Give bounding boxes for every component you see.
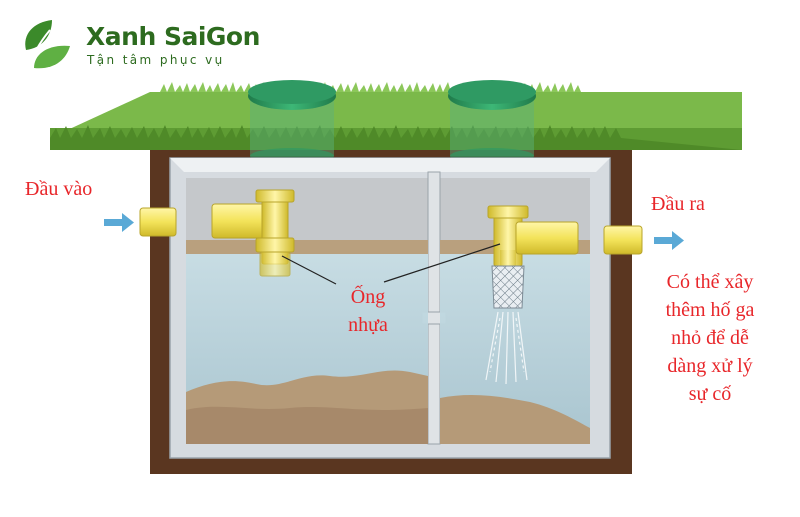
note-label: Có thể xây thêm hố ga nhỏ để dễ dàng xử … xyxy=(640,268,780,408)
note-label-line: nhỏ để dễ xyxy=(671,327,749,349)
brand-name: Xanh SaiGon xyxy=(86,22,260,51)
outlet-arrow-icon xyxy=(654,231,684,250)
brand-tagline: Tận tâm phục vụ xyxy=(87,53,225,67)
outlet-label: Đầu ra xyxy=(651,193,705,215)
inlet-pipe xyxy=(139,189,295,277)
note-label-line: Có thể xây xyxy=(666,271,754,293)
pipe-label-leader-left xyxy=(281,255,337,285)
pipe-label: Ống nhựa xyxy=(328,283,408,339)
logo-leaf-icon xyxy=(25,20,70,71)
note-label-line: thêm hố ga xyxy=(665,299,755,321)
filter-mesh xyxy=(491,265,525,309)
filter-spray xyxy=(485,311,528,385)
sludge-right xyxy=(440,395,590,444)
pipe-label-line: nhựa xyxy=(348,314,388,336)
manhole-riser-right xyxy=(448,80,536,164)
pipe-label-leader-right xyxy=(383,243,501,283)
scum-layer-left xyxy=(186,240,428,254)
note-label-line: sự cố xyxy=(688,383,732,405)
pipe-label-line: Ống xyxy=(350,286,386,308)
manhole-riser-left xyxy=(248,80,336,164)
note-label-line: dàng xử lý xyxy=(667,355,753,377)
inlet-arrow-icon xyxy=(104,213,134,232)
inlet-label: Đầu vào xyxy=(25,178,93,200)
grass-strip xyxy=(50,82,742,150)
sludge-left-dark xyxy=(186,406,428,444)
